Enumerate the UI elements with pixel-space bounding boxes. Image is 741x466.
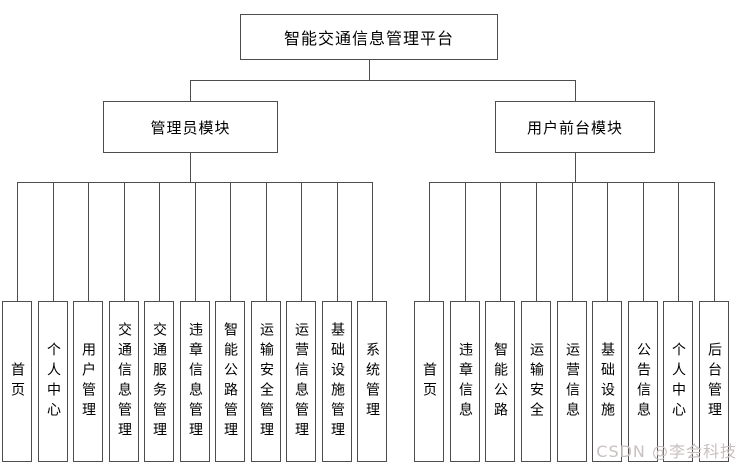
leaf-label: 系统管理 [364, 341, 380, 422]
leaf-label: 基础设施管理 [329, 321, 345, 442]
connector-line [17, 182, 18, 301]
connector-line [337, 182, 338, 301]
leaf-node: 个人中心 [38, 301, 68, 462]
connector-line [575, 153, 576, 182]
leaf-label: 交通服务管理 [151, 321, 167, 442]
leaf-label: 运营信息 [564, 341, 580, 422]
connector-line [369, 60, 370, 80]
connector-line [88, 182, 89, 301]
leaf-node: 基础设施管理 [322, 301, 352, 462]
connector-line [500, 182, 501, 301]
leaf-label: 运营信息管理 [293, 321, 309, 442]
connector-line [678, 182, 679, 301]
connector-line [190, 80, 576, 81]
leaf-node: 后台管理 [699, 301, 729, 462]
connector-line [465, 182, 466, 301]
connector-line [575, 80, 576, 101]
connector-line [195, 182, 196, 301]
leaf-label: 个人中心 [670, 341, 686, 422]
leaf-label: 用户管理 [80, 341, 96, 422]
connector-line [301, 182, 302, 301]
leaf-label: 基础设施 [599, 341, 615, 422]
connector-line [190, 153, 191, 182]
connector-line [372, 182, 373, 301]
leaf-node: 违章信息管理 [180, 301, 210, 462]
leaf-label: 违章信息 [457, 341, 473, 422]
leaf-node: 运营信息管理 [286, 301, 316, 462]
leaf-label: 智能公路管理 [222, 321, 238, 442]
leaf-node: 首页 [414, 301, 444, 462]
connector-line [714, 182, 715, 301]
leaf-label: 运输安全 [528, 341, 544, 422]
leaf-node: 运输安全管理 [251, 301, 281, 462]
leaf-label: 首页 [421, 361, 437, 402]
leaf-node: 运营信息 [557, 301, 587, 462]
connector-line [190, 80, 191, 101]
connector-line [159, 182, 160, 301]
leaf-label: 运输安全管理 [258, 321, 274, 442]
leaf-label: 违章信息管理 [187, 321, 203, 442]
leaf-label: 后台管理 [706, 341, 722, 422]
connector-line [572, 182, 573, 301]
leaf-label: 首页 [9, 361, 25, 402]
leaf-node: 交通服务管理 [144, 301, 174, 462]
leaf-node: 违章信息 [450, 301, 480, 462]
leaf-label: 个人中心 [45, 341, 61, 422]
leaf-node: 用户管理 [73, 301, 103, 462]
connector-line [230, 182, 231, 301]
connector-line [643, 182, 644, 301]
leaf-node: 智能公路管理 [215, 301, 245, 462]
leaf-node: 公告信息 [628, 301, 658, 462]
connector-line [266, 182, 267, 301]
leaf-node: 运输安全 [521, 301, 551, 462]
leaf-label: 公告信息 [635, 341, 651, 422]
leaf-label: 智能公路 [492, 341, 508, 422]
connector-line [607, 182, 608, 301]
connector-line [536, 182, 537, 301]
leaf-node: 交通信息管理 [109, 301, 139, 462]
connector-line [124, 182, 125, 301]
leaf-node: 首页 [2, 301, 32, 462]
leaf-node: 基础设施 [592, 301, 622, 462]
branch-node-admin-module: 管理员模块 [103, 101, 278, 153]
leaf-node: 个人中心 [663, 301, 693, 462]
leaf-label: 交通信息管理 [116, 321, 132, 442]
root-node: 智能交通信息管理平台 [240, 14, 498, 60]
connector-line [53, 182, 54, 301]
branch-node-user-frontend-module: 用户前台模块 [495, 101, 655, 153]
connector-line [429, 182, 430, 301]
leaf-node: 智能公路 [485, 301, 515, 462]
leaf-node: 系统管理 [357, 301, 387, 462]
